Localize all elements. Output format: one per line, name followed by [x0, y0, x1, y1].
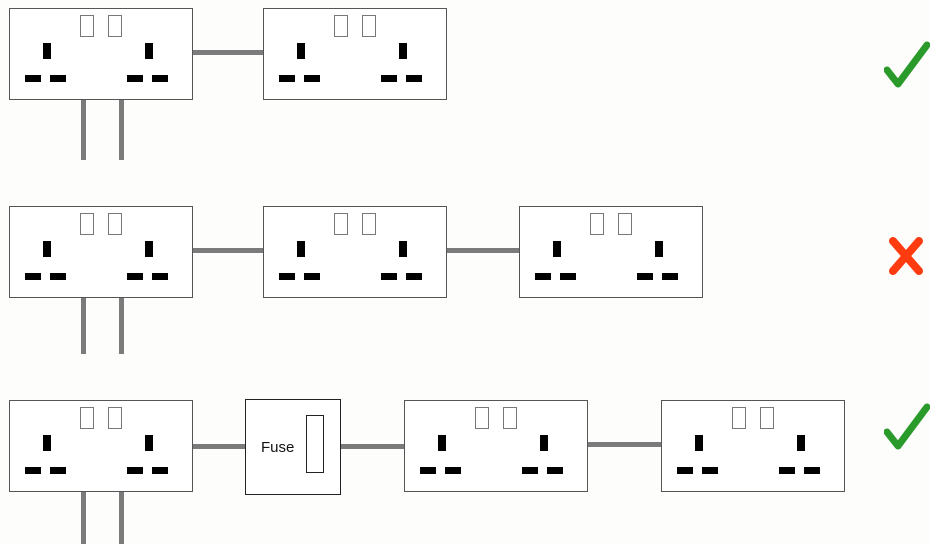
live-pin: [25, 273, 41, 280]
switch: [108, 407, 122, 429]
neutral-pin: [547, 467, 563, 474]
double-socket: [519, 206, 703, 298]
neutral-pin: [304, 273, 320, 280]
switch: [80, 407, 94, 429]
ring-main-wire: [81, 100, 86, 160]
neutral-pin: [804, 467, 820, 474]
switch: [732, 407, 746, 429]
double-socket: [263, 206, 447, 298]
earth-pin: [655, 241, 663, 257]
switch: [475, 407, 489, 429]
live-pin: [637, 273, 653, 280]
live-pin: [25, 75, 41, 82]
double-socket: [9, 206, 193, 298]
neutral-pin: [560, 273, 576, 280]
double-socket: [263, 8, 447, 100]
live-pin: [127, 273, 143, 280]
double-socket: [661, 400, 845, 492]
double-socket: [9, 400, 193, 492]
switch: [334, 213, 348, 235]
spur-wire: [193, 50, 263, 55]
earth-pin: [43, 43, 51, 59]
live-pin: [677, 467, 693, 474]
earth-pin: [145, 43, 153, 59]
earth-pin: [43, 241, 51, 257]
double-socket: [404, 400, 588, 492]
live-pin: [25, 467, 41, 474]
switch: [362, 15, 376, 37]
switch: [108, 15, 122, 37]
live-pin: [522, 467, 538, 474]
ring-main-wire: [81, 492, 86, 544]
earth-pin: [695, 435, 703, 451]
switch: [618, 213, 632, 235]
neutral-pin: [152, 75, 168, 82]
spur-wire: [193, 444, 246, 449]
live-pin: [381, 273, 397, 280]
switch: [108, 213, 122, 235]
earth-pin: [553, 241, 561, 257]
neutral-pin: [50, 75, 66, 82]
live-pin: [279, 75, 295, 82]
live-pin: [127, 467, 143, 474]
neutral-pin: [152, 467, 168, 474]
neutral-pin: [662, 273, 678, 280]
check-icon: [884, 41, 930, 88]
switch: [80, 213, 94, 235]
double-socket: [9, 8, 193, 100]
live-pin: [279, 273, 295, 280]
neutral-pin: [50, 467, 66, 474]
neutral-pin: [406, 273, 422, 280]
earth-pin: [540, 435, 548, 451]
fuse-label: Fuse: [261, 439, 295, 456]
switch: [590, 213, 604, 235]
earth-pin: [399, 241, 407, 257]
ring-main-wire: [119, 298, 124, 354]
switch: [80, 15, 94, 37]
spur-wire: [447, 248, 519, 253]
ring-main-wire: [119, 100, 124, 160]
neutral-pin: [406, 75, 422, 82]
cross-icon: [889, 237, 923, 275]
check-icon: [884, 403, 930, 450]
ring-main-wire: [81, 298, 86, 354]
switch: [334, 15, 348, 37]
earth-pin: [797, 435, 805, 451]
earth-pin: [399, 43, 407, 59]
fused-spur-unit: Fuse: [245, 399, 341, 495]
switch: [503, 407, 517, 429]
neutral-pin: [445, 467, 461, 474]
earth-pin: [145, 435, 153, 451]
spur-wire: [193, 248, 263, 253]
spur-wire: [588, 442, 661, 447]
live-pin: [535, 273, 551, 280]
switch: [760, 407, 774, 429]
earth-pin: [438, 435, 446, 451]
live-pin: [779, 467, 795, 474]
switch: [362, 213, 376, 235]
neutral-pin: [152, 273, 168, 280]
live-pin: [420, 467, 436, 474]
ring-main-wire: [119, 492, 124, 544]
fuse-icon: [306, 415, 324, 473]
earth-pin: [145, 241, 153, 257]
live-pin: [381, 75, 397, 82]
spur-wire: [341, 444, 404, 449]
earth-pin: [297, 43, 305, 59]
neutral-pin: [304, 75, 320, 82]
neutral-pin: [702, 467, 718, 474]
earth-pin: [297, 241, 305, 257]
neutral-pin: [50, 273, 66, 280]
live-pin: [127, 75, 143, 82]
earth-pin: [43, 435, 51, 451]
